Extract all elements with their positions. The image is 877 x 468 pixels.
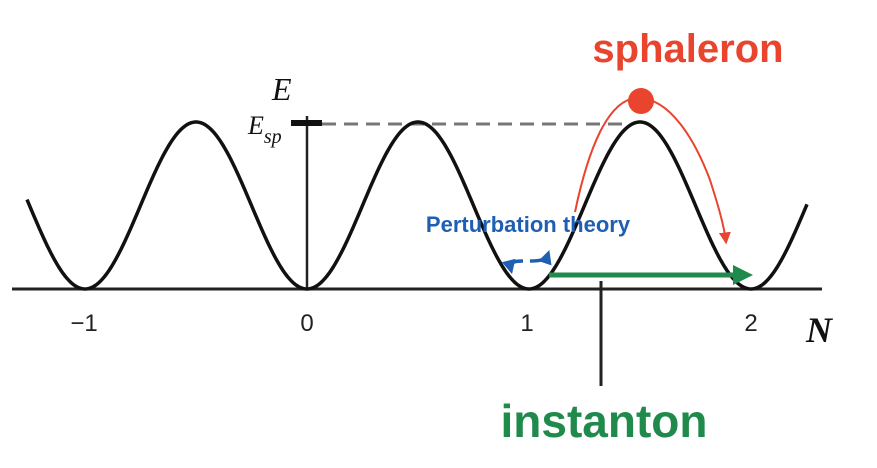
tick-label-1: 1 [520,310,533,337]
tick-label-2: 2 [744,310,757,337]
y-axis-label: E [271,71,292,107]
perturbation-theory-label: Perturbation theory [426,212,631,237]
perturbation-left-arrow [501,258,524,275]
esp-label-main: E [247,111,264,140]
esp-label-sub: sp [264,126,282,148]
sphaleron-path-arrow [574,96,731,245]
sphaleron-dot [628,88,654,114]
perturbation-right-arrow [529,250,552,266]
sphaleron-label: sphaleron [592,27,783,71]
esp-label: Esp [247,111,282,148]
potential-curve [25,120,809,291]
tick-label-minus-1: −1 [70,310,97,337]
tick-label-0: 0 [300,310,313,337]
instanton-label: instanton [501,395,708,447]
x-axis-label: N [805,310,834,350]
